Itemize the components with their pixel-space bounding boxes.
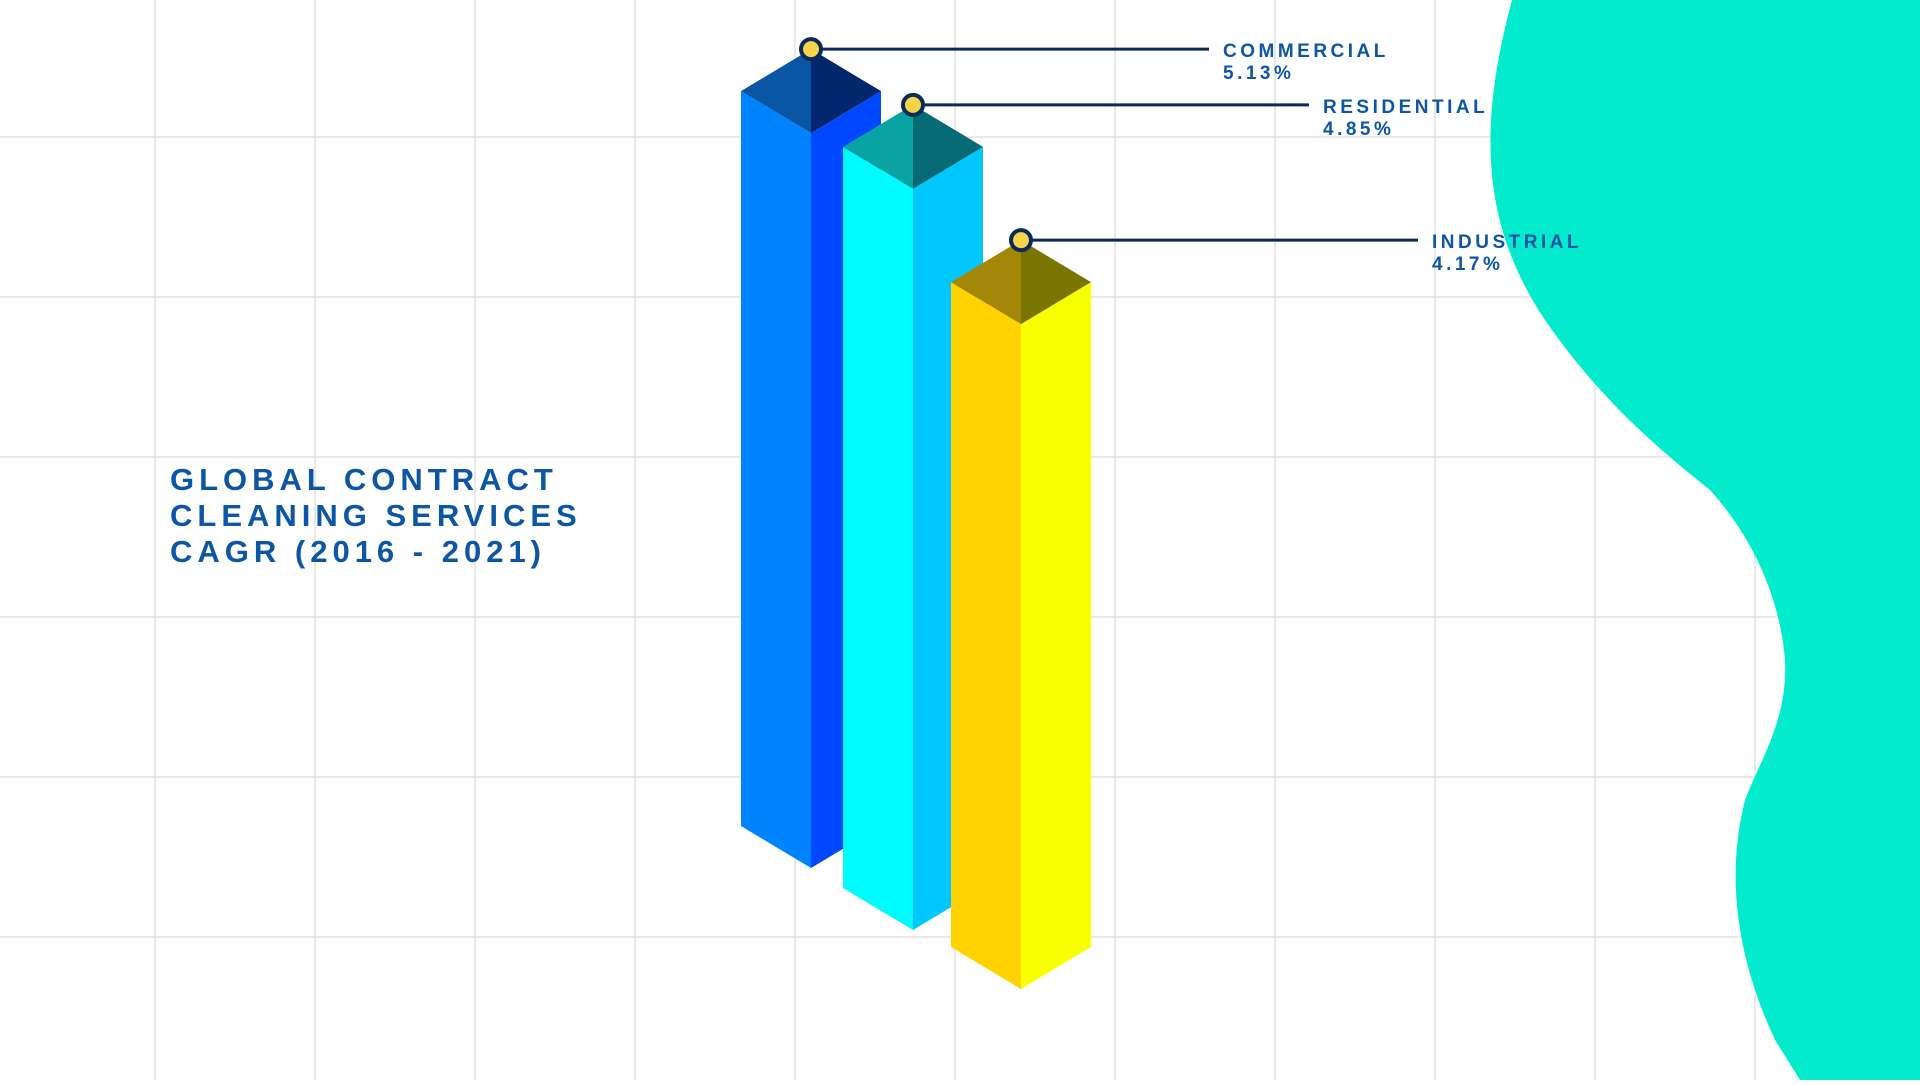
value-label-residential: 4.85% bbox=[1323, 119, 1394, 140]
category-label-residential: RESIDENTIAL bbox=[1323, 97, 1488, 118]
bar-residential-top-left bbox=[843, 104, 913, 189]
chart-title: GLOBAL CONTRACT CLEANING SERVICES CAGR (… bbox=[170, 462, 582, 570]
bar-commercial-top-left bbox=[741, 49, 811, 134]
bar-industrial-left-face bbox=[951, 282, 1021, 989]
category-label-industrial: INDUSTRIAL bbox=[1432, 232, 1582, 253]
chart-title-line-2: CLEANING SERVICES bbox=[170, 498, 582, 533]
category-label-commercial: COMMERCIAL bbox=[1223, 41, 1389, 62]
bars-group bbox=[741, 49, 1091, 989]
marker-commercial bbox=[799, 37, 823, 62]
marker-residential bbox=[901, 92, 925, 117]
chart-title-line-3: CAGR (2016 - 2021) bbox=[170, 534, 547, 569]
bar-industrial-right-face bbox=[1021, 282, 1091, 989]
chart-title-line-1: GLOBAL CONTRACT bbox=[170, 462, 558, 497]
value-label-industrial: 4.17% bbox=[1432, 254, 1503, 275]
bar-residential-left-face bbox=[843, 146, 913, 931]
bar-industrial bbox=[951, 240, 1091, 989]
value-label-commercial: 5.13% bbox=[1223, 63, 1294, 84]
bar-industrial-top-left bbox=[951, 240, 1021, 325]
decorative-teal-blob bbox=[1490, 0, 1920, 1080]
bar-commercial-top-right bbox=[811, 49, 881, 134]
bar-industrial-top-right bbox=[1021, 240, 1091, 325]
marker-industrial bbox=[1009, 228, 1033, 253]
bar-residential-top-right bbox=[913, 104, 983, 189]
bar-commercial-left-face bbox=[741, 91, 811, 868]
